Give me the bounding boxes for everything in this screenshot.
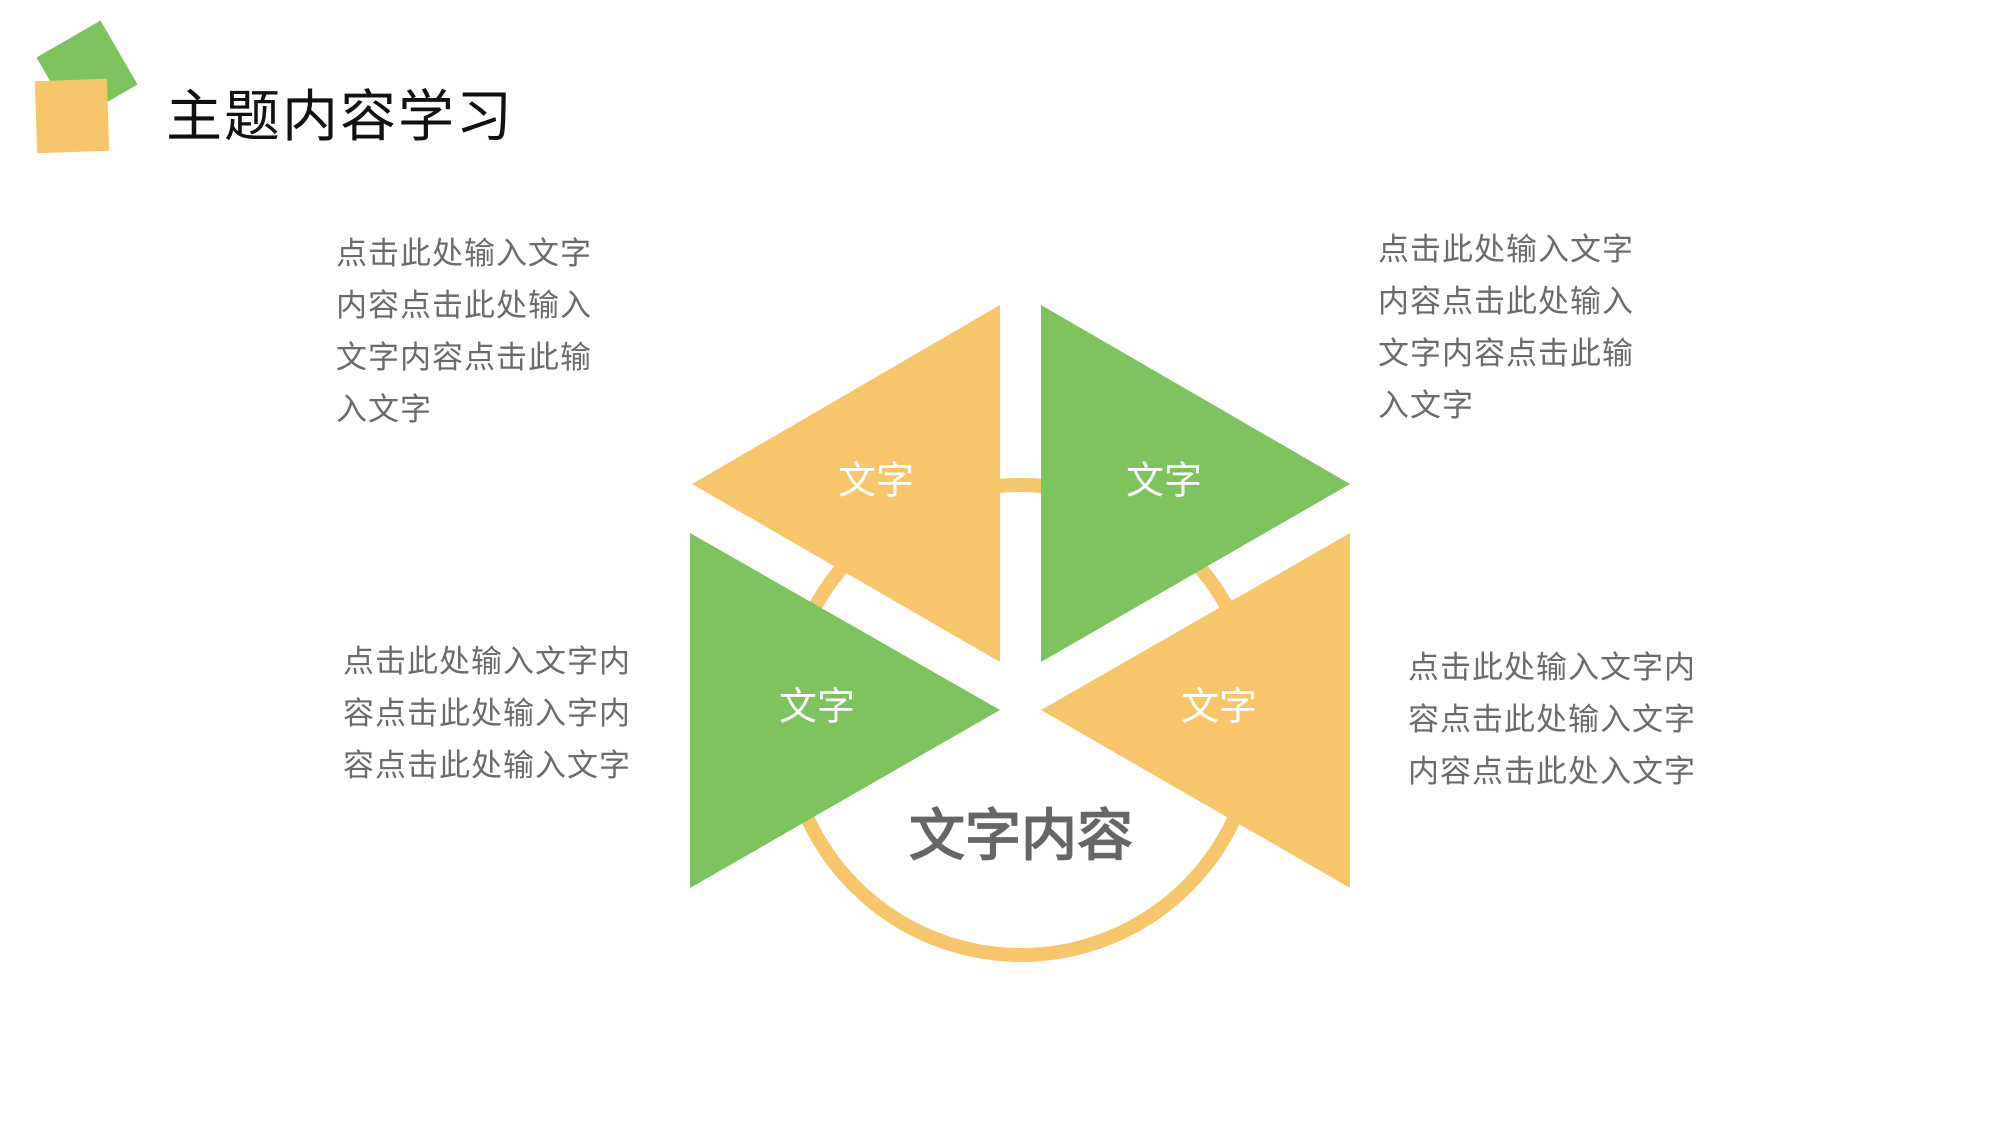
text-block-bottom-right: 点击此处输入文字内 容点击此处输入文字 内容点击此处入文字: [1408, 650, 1696, 790]
triangle-bottom-right: [1041, 533, 1350, 888]
text-block-top-left: 点击此处输入文字 内容点击此处输入 文字内容点击此输 入文字: [336, 236, 592, 428]
center-label: 文字内容: [909, 804, 1133, 869]
logo-squares-icon: [34, 20, 138, 154]
triangle-top-left: [692, 305, 1000, 662]
segment-label-top-right: 文字: [1126, 459, 1202, 503]
triangle-bottom-left: [690, 533, 1000, 888]
text-block-bottom-left: 点击此处输入文字内 容点击此处输入字内 容点击此处输入文字: [343, 644, 631, 784]
segment-label-bottom-right: 文字: [1181, 685, 1257, 729]
segment-label-top-left: 文字: [838, 459, 914, 503]
segment-label-bottom-left: 文字: [779, 685, 855, 729]
logo-yellow-square: [34, 78, 110, 154]
text-block-top-right: 点击此处输入文字 内容点击此处输入 文字内容点击此输 入文字: [1378, 232, 1634, 424]
triangle-top-right: [1041, 305, 1350, 662]
page-title: 主题内容学习: [166, 85, 514, 150]
